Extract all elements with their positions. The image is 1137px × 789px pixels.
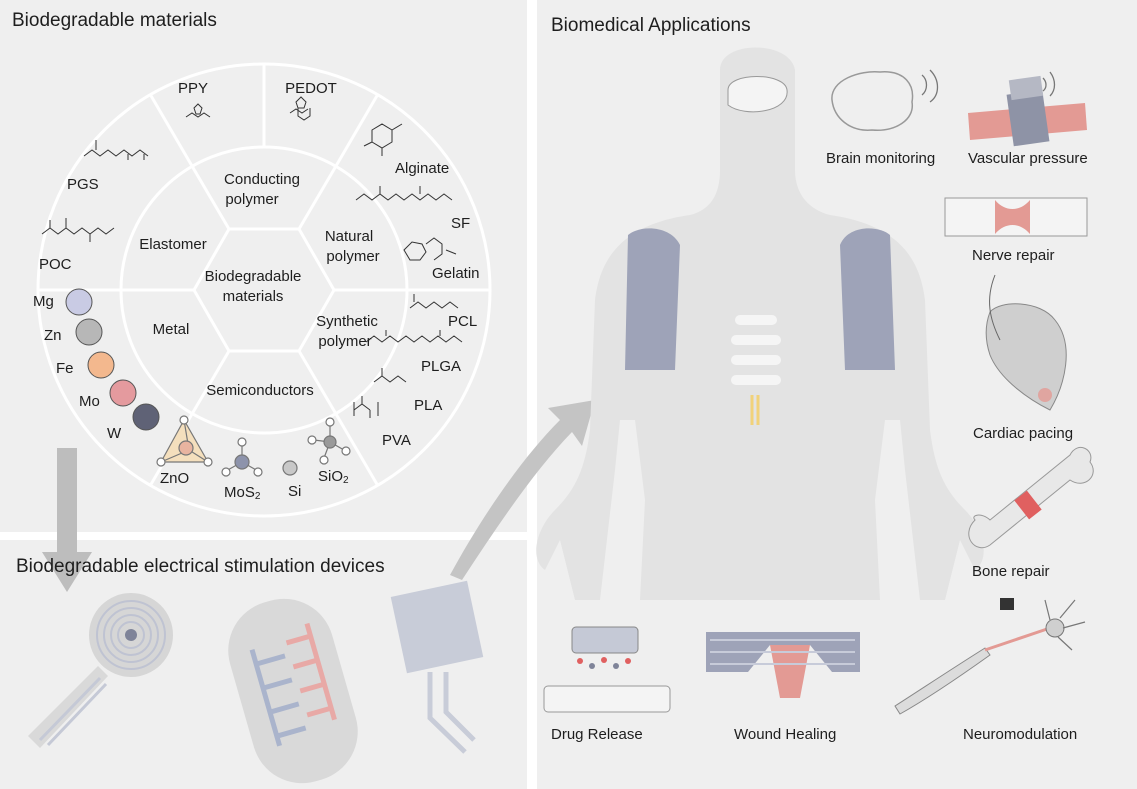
material-si: Si [288, 483, 302, 500]
down-arrow [42, 448, 92, 592]
neuro-icon [894, 598, 1086, 715]
category-elastomer: Elastomer [139, 236, 207, 253]
material-pla: PLA [414, 397, 443, 414]
device-patch [390, 580, 484, 754]
mos2-subscript: 2 [254, 491, 261, 502]
category-synthetic-1: Synthetic [316, 313, 378, 330]
sio2-base: SiO [318, 468, 344, 485]
applications-title: Biomedical Applications [551, 15, 751, 36]
devices-title: Biodegradable electrical stimulation dev… [16, 556, 385, 577]
mos2-base: MoS [224, 484, 255, 501]
category-synthetic-2: polymer [318, 333, 372, 350]
app-cardiac-label: Cardiac pacing [973, 425, 1074, 442]
category-natural-1: Natural [324, 228, 374, 245]
bone-icon [968, 446, 1094, 549]
chemical-structures [41, 96, 463, 418]
material-mg: Mg [33, 293, 54, 310]
zn-sphere [75, 318, 103, 346]
app-wound-label: Wound Healing [734, 726, 837, 743]
nerve-icon [944, 197, 1088, 237]
brain-icon [831, 69, 939, 131]
category-metal: Metal [152, 321, 190, 338]
mg-sphere [65, 288, 93, 316]
w-sphere [132, 403, 160, 431]
device-coil [28, 593, 173, 748]
material-plga: PLGA [421, 358, 462, 375]
material-pgs: PGS [67, 176, 99, 193]
material-w: W [107, 425, 122, 442]
mo-sphere [109, 379, 137, 407]
heart-icon [985, 274, 1067, 411]
drug-release-icon [543, 626, 671, 713]
material-fe: Fe [56, 360, 74, 377]
material-pcl: PCL [448, 313, 478, 330]
material-gelatin: Gelatin [432, 265, 480, 282]
material-mo: Mo [79, 393, 100, 410]
material-ppy: PPY [177, 80, 209, 97]
category-semiconductors: Semiconductors [206, 382, 314, 399]
app-neuro-label: Neuromodulation [963, 726, 1078, 743]
material-pva: PVA [382, 432, 411, 449]
category-natural-2: polymer [326, 248, 380, 265]
material-mos2: MoS2 [224, 484, 260, 502]
app-brain-label: Brain monitoring [826, 150, 936, 167]
device-capsule [228, 598, 358, 784]
wound-icon [706, 632, 860, 698]
metal-spheres [65, 288, 160, 431]
app-vascular-label: Vascular pressure [968, 150, 1088, 167]
material-zno: ZnO [160, 470, 190, 487]
category-conducting-2: polymer [225, 191, 279, 208]
human-body [536, 47, 984, 600]
center-label-line1: Biodegradable [204, 268, 302, 285]
material-zn: Zn [44, 327, 62, 344]
semiconductor-models [156, 415, 351, 477]
material-poc: POC [39, 256, 72, 273]
vessel-icon [968, 71, 1087, 147]
sio2-subscript: 2 [343, 475, 349, 486]
material-sf: SF [451, 215, 471, 232]
material-sio2: SiO2 [318, 468, 349, 486]
material-alginate: Alginate [395, 160, 450, 177]
app-nerve-label: Nerve repair [972, 247, 1055, 264]
category-conducting-1: Conducting [224, 171, 300, 188]
curved-arrow [450, 400, 595, 580]
app-drug-label: Drug Release [551, 726, 643, 743]
center-label-line2: materials [222, 288, 284, 305]
material-pedot: PEDOT [285, 80, 337, 97]
fe-sphere [87, 351, 115, 379]
materials-title: Biodegradable materials [12, 10, 217, 31]
app-bone-label: Bone repair [972, 563, 1050, 580]
